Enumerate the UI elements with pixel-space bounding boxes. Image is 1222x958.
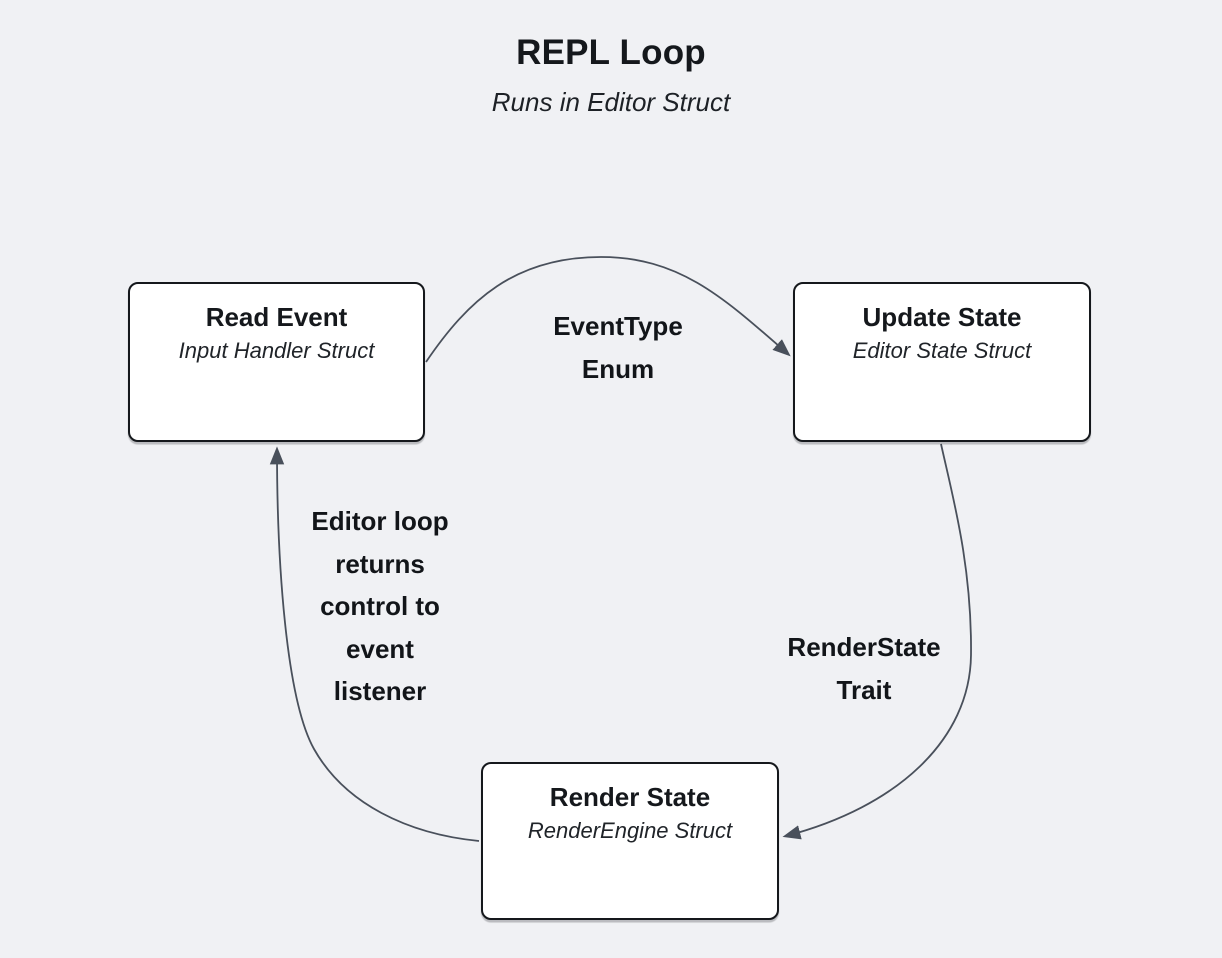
edge-label-editor-loop-returns: Editor loop returns control to event lis…	[311, 506, 449, 706]
node-read-event-subtitle: Input Handler Struct	[178, 338, 375, 363]
node-read-event-title: Read Event	[205, 302, 348, 332]
edge-update-to-render	[782, 443, 972, 840]
node-update-state: Update State Editor State Struct	[793, 282, 1091, 442]
node-read-event: Read Event Input Handler Struct	[128, 282, 425, 442]
node-update-state-title: Update State	[862, 302, 1022, 332]
page-subtitle: Runs in Editor Struct	[491, 87, 731, 117]
edge-read-to-update	[425, 256, 791, 363]
edge-label-eventtype-enum: EventType Enum	[553, 311, 683, 384]
page-title: REPL Loop	[516, 33, 706, 72]
node-render-state: Render State RenderEngine Struct	[481, 762, 779, 920]
edge-label-renderstate-trait: RenderState Trait	[787, 632, 941, 705]
node-update-state-subtitle: Editor State Struct	[852, 338, 1032, 363]
node-render-state-title: Render State	[549, 782, 711, 812]
node-render-state-subtitle: RenderEngine Struct	[527, 818, 733, 843]
edge-render-to-read	[269, 446, 480, 842]
